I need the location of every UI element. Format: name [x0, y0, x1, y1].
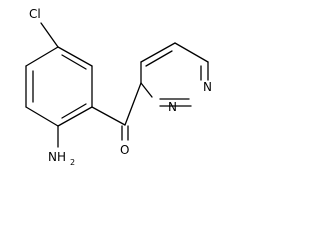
benzene-double-bond-3	[61, 54, 87, 70]
pyridazine-bond-2	[140, 42, 176, 63]
ring-carbonyl-bond	[91, 106, 126, 126]
oxygen-label: O	[120, 143, 129, 157]
pyridazine-bond-3	[174, 42, 209, 63]
benzene-bond-3	[25, 106, 59, 127]
benzene-bond-1	[25, 46, 59, 67]
benzene-bond-6	[57, 46, 93, 67]
benzene-bond-4	[57, 106, 93, 127]
amine-subscript-label: 2	[70, 158, 75, 167]
benzene-double-bond-2	[61, 103, 87, 119]
ring-nitrogen-label-2: N	[168, 100, 177, 114]
chemical-structure: Cl NH 2 O N N	[25, 7, 212, 167]
c-cl-bond	[40, 22, 59, 48]
pyridazine-double-bond-1	[145, 50, 173, 67]
amine-label: NH	[48, 150, 66, 164]
ring-nitrogen-label-1: N	[203, 80, 212, 94]
pyridazine-bond-6	[140, 82, 153, 98]
carbonyl-pyridazine-bond	[124, 82, 142, 126]
chlorine-label: Cl	[29, 7, 41, 21]
